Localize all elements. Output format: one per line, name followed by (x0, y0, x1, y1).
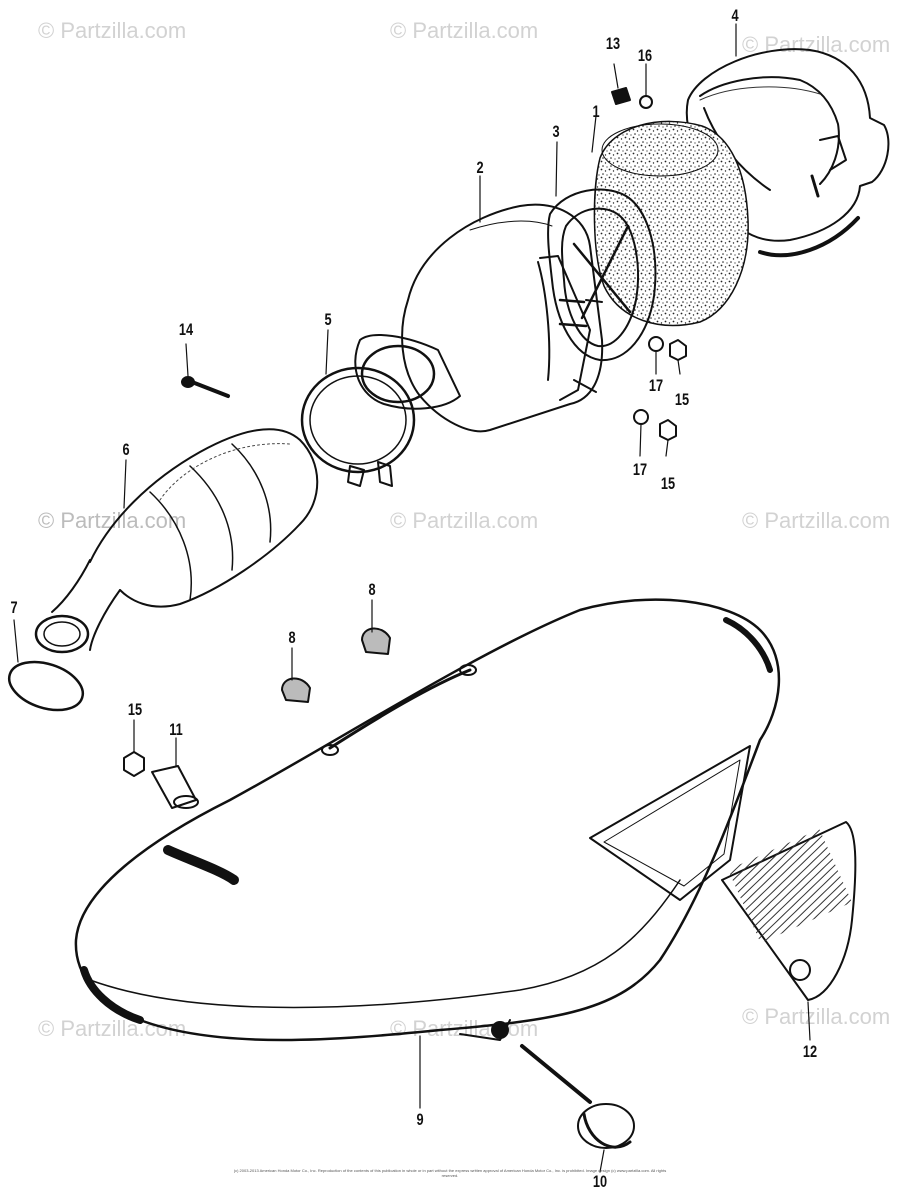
part-17-washer (648, 336, 664, 352)
part-7-o-ring (7, 660, 85, 712)
part-16-washer (639, 95, 653, 109)
leader-lines (13, 23, 811, 1173)
callout-9: 9 (416, 1110, 424, 1129)
callout-15: 15 (674, 390, 690, 409)
callout-7: 7 (10, 598, 18, 617)
part-8-grommet (281, 677, 311, 703)
watermark: © Partzilla.com (742, 508, 891, 533)
part-15-nut (123, 751, 145, 777)
part-13-bolt (611, 87, 631, 105)
watermark: © Partzilla.com (38, 18, 187, 43)
part-15-nut (669, 339, 687, 361)
part-12-emblem (721, 821, 857, 1001)
part-3-element-holder (547, 188, 657, 362)
callout-15: 15 (660, 474, 676, 493)
watermark: © Partzilla.com (390, 18, 539, 43)
callout-11: 11 (169, 720, 183, 739)
copyright-notice: (c) 2003-2013 American Honda Motor Co., … (233, 1168, 667, 1178)
part-9-side-cover (74, 598, 781, 1042)
callout-16: 16 (637, 46, 653, 65)
part-11-collar (151, 765, 199, 809)
callout-8: 8 (368, 580, 376, 599)
watermark: © Partzilla.com (742, 32, 891, 57)
part-5-clamp-band (300, 366, 416, 487)
callout-5: 5 (324, 310, 332, 329)
callout-8: 8 (288, 628, 296, 647)
part-6-connecting-tube (34, 428, 319, 654)
callout-13: 13 (605, 34, 621, 53)
callout-10: 10 (592, 1172, 608, 1191)
callout-17: 17 (648, 376, 664, 395)
callout-14: 14 (178, 320, 194, 339)
callout-3: 3 (552, 122, 560, 141)
callout-6: 6 (122, 440, 130, 459)
watermark: © Partzilla.com (38, 508, 187, 533)
part-15-nut (659, 419, 677, 441)
callout-15: 15 (127, 700, 143, 719)
part-10-knob-screw (520, 1044, 635, 1149)
callout-17: 17 (632, 460, 648, 479)
part-17-washer (633, 409, 649, 425)
callout-2: 2 (476, 158, 484, 177)
part-8-grommet (361, 627, 391, 655)
callout-12: 12 (802, 1042, 818, 1061)
callout-4: 4 (731, 6, 739, 25)
part-2-air-cleaner-case (354, 203, 604, 433)
watermark: © Partzilla.com (742, 1004, 891, 1029)
callout-1: 1 (592, 102, 600, 121)
part-1-air-filter-element (593, 120, 749, 327)
part-14-screw (181, 376, 230, 398)
watermark: © Partzilla.com (38, 1016, 187, 1041)
watermark: © Partzilla.com (390, 508, 539, 533)
